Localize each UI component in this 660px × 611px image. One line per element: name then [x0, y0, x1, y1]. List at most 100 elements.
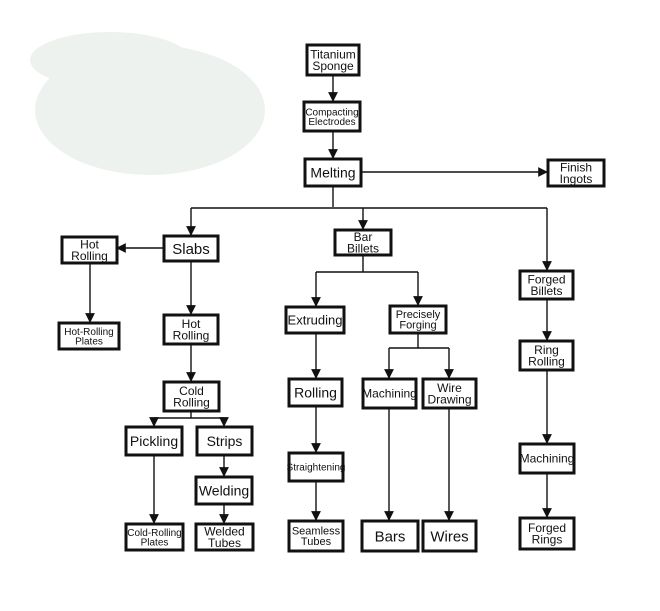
node-label: Melting [310, 164, 355, 180]
node-box [421, 377, 478, 410]
node-label: Rings [532, 532, 563, 546]
node-box [305, 43, 361, 77]
node-label: Electrodes [308, 117, 355, 128]
node-label: Forged [528, 521, 566, 535]
node-wires: Wires [421, 519, 478, 553]
node-label: Bar [354, 230, 373, 244]
node-label: Machining [520, 452, 575, 466]
node-label: Rolling [294, 384, 337, 400]
node-machining-right: Machining [518, 442, 576, 475]
node-pickling: Pickling [124, 425, 184, 457]
node-label: Rolling [173, 328, 210, 342]
node-box [518, 516, 576, 551]
node-box [162, 313, 220, 346]
node-box [124, 522, 185, 552]
node-box [333, 228, 393, 257]
node-box [388, 304, 448, 335]
node-label: Compacting [305, 107, 358, 118]
node-label: Wire [437, 381, 462, 395]
node-box [360, 519, 420, 553]
node-box [162, 380, 221, 413]
node-box [421, 519, 478, 553]
node-label: Tubes [301, 536, 332, 548]
node-box [60, 235, 119, 265]
node-box [287, 377, 344, 408]
node-label: Bars [375, 528, 406, 545]
node-label: Hot-Rolling [64, 327, 113, 338]
node-box [518, 269, 575, 301]
node-machining-mid: Machining [361, 377, 418, 410]
node-box [287, 451, 345, 483]
background-watermark [30, 32, 265, 175]
node-label: Drawing [427, 392, 471, 406]
node-label: Ingots [560, 172, 593, 186]
edges [85, 75, 552, 524]
node-label: Sponge [312, 59, 354, 73]
node-label: Welded [204, 525, 244, 539]
node-bars: Bars [360, 519, 420, 553]
node-box [287, 519, 345, 553]
node-welding: Welding [194, 475, 254, 506]
node-label: Machining [362, 387, 417, 401]
node-label: Finish [560, 161, 592, 175]
node-extruding: Extruding [284, 305, 346, 335]
node-label: Hot [182, 317, 201, 331]
node-label: Billets [347, 241, 379, 255]
node-straightening: Straightening [287, 451, 346, 483]
node-box [124, 425, 184, 457]
node-box [194, 522, 255, 552]
node-label: Forged [527, 273, 565, 287]
node-label: Rolling [173, 395, 210, 409]
node-rolling: Rolling [287, 377, 344, 408]
node-label: Ring [534, 343, 559, 357]
node-melting: Melting [303, 157, 363, 188]
node-box [546, 158, 606, 188]
node-label: Cold-Rolling [127, 528, 181, 539]
node-label: Wires [430, 528, 468, 545]
node-box [361, 377, 418, 410]
node-box [302, 100, 362, 133]
node-label: Seamless [292, 526, 341, 538]
node-label: Welding [199, 482, 249, 498]
node-box [195, 425, 254, 457]
node-box [57, 321, 121, 351]
node-label: Plates [75, 336, 103, 347]
node-label: Pickling [130, 433, 178, 449]
node-label: Titanium [310, 48, 356, 62]
node-label: Extruding [288, 313, 343, 328]
node-label: Rolling [71, 249, 108, 263]
node-label: Forging [399, 320, 436, 332]
node-box [518, 442, 576, 475]
node-label: Strips [207, 433, 243, 449]
node-box [162, 234, 220, 263]
node-box [194, 475, 254, 506]
node-strips: Strips [195, 425, 254, 457]
node-label: Rolling [528, 354, 565, 368]
node-label: Tubes [208, 536, 241, 550]
node-label: Slabs [172, 241, 210, 258]
node-label: Hot [80, 238, 99, 252]
node-box [518, 339, 575, 372]
node-box [284, 305, 346, 335]
node-label: Billets [530, 284, 562, 298]
node-label: Straightening [287, 463, 346, 474]
node-box [303, 157, 363, 188]
